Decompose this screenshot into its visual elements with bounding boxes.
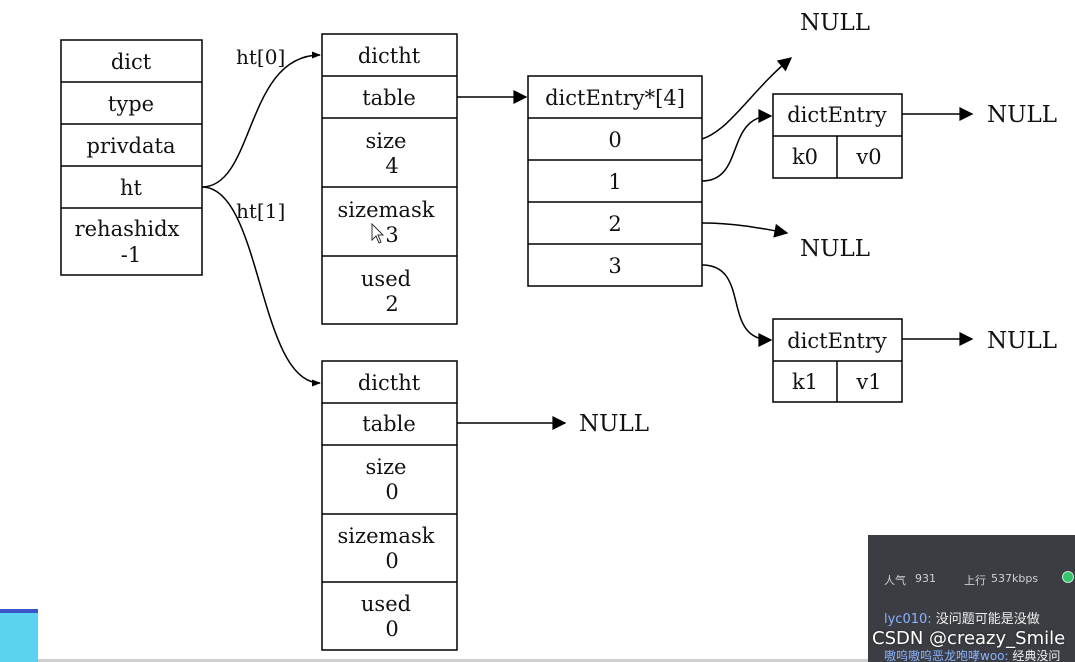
dictentry-1-node: dictEntry k1 v1 [772, 318, 903, 403]
dict-node: dict type privdata ht rehashidx -1 [60, 39, 203, 276]
dictht-1-used-label: used [361, 592, 411, 616]
dictentry-0-key: k0 [792, 145, 818, 169]
dictentry-1-title: dictEntry [787, 329, 887, 353]
dictentry-1-value: v1 [855, 370, 881, 394]
chat-username[interactable]: 嗷呜嗷呜恶龙咆哮woo: [884, 649, 1009, 662]
dictht-0-table: table [362, 86, 416, 110]
upload-label: 上行 [964, 574, 986, 587]
dictht-1-node: dictht table size 0 sizemask 0 used 0 [321, 360, 458, 651]
edge-slot-1-entry0 [701, 109, 773, 182]
edge-slot-3-entry1 [701, 264, 773, 347]
dictentry-array-slot-0: 0 [608, 128, 621, 152]
dictentry-array-slot-2: 2 [608, 212, 621, 236]
dictht-0-sizemask-label: sizemask [338, 198, 435, 222]
dictht-1-sizemask-label: sizemask [338, 524, 435, 548]
upload-value: 537kbps [991, 572, 1039, 585]
dict-field-type: type [108, 92, 154, 116]
edge-label-ht1: ht[1] [236, 199, 285, 223]
progress-track [38, 659, 868, 662]
csdn-watermark: CSDN @creazy_Smile [872, 628, 1066, 649]
dict-field-ht: ht [120, 176, 143, 200]
chat-text: 没问题可能是没做 [935, 612, 1040, 627]
dictht-1-sizemask-value: 0 [385, 549, 398, 573]
null-slot-2: NULL [800, 236, 870, 262]
popularity-label: 人气 [884, 574, 906, 587]
edge-slot-0-null [701, 57, 793, 140]
edge-ht0 [201, 51, 321, 188]
dictentry-array-title: dictEntry*[4] [545, 86, 685, 110]
popularity-value: 931 [915, 572, 936, 585]
dictht-1-used-value: 0 [385, 617, 398, 641]
null-entry1-next: NULL [987, 328, 1057, 354]
dictentry-array-slot-3: 3 [608, 254, 621, 278]
dictht-1-size-value: 0 [385, 480, 398, 504]
mouse-cursor-icon [371, 222, 385, 244]
dict-field-privdata: privdata [87, 134, 176, 158]
chat-text: 经典没问 [1012, 649, 1061, 662]
dictentry-0-node: dictEntry k0 v0 [772, 93, 903, 179]
dictht-1-title: dictht [358, 371, 421, 395]
null-entry0-next: NULL [987, 102, 1057, 128]
dictentry-0-value: v0 [855, 145, 881, 169]
dictentry-1-key: k1 [792, 370, 818, 394]
dictentry-0-title: dictEntry [787, 103, 887, 127]
dictht-1-size-label: size [366, 455, 407, 479]
dictht-0-used-label: used [361, 267, 411, 291]
dictentry-array-node: dictEntry*[4] 0 1 2 3 [527, 75, 703, 287]
dict-field-rehashidx-value: -1 [121, 243, 141, 267]
dictht-0-sizemask-value: 3 [385, 223, 398, 247]
dictht-0-size-label: size [366, 129, 407, 153]
chat-username[interactable]: lyc010: [884, 612, 932, 627]
live-stats-panel: 人气 931 上行 537kbps lyc010: 没问题可能是没做 嗷呜嗷呜恶… [868, 535, 1075, 662]
dict-field-rehashidx-label: rehashidx [75, 217, 180, 241]
edge-ht1 [201, 186, 321, 387]
edge-slot-2-null [701, 222, 789, 238]
chat-message: lyc010: 没问题可能是没做 [884, 608, 1040, 627]
dictht-0-used-value: 2 [385, 292, 398, 316]
null-slot-0: NULL [800, 10, 870, 36]
null-ht1-table: NULL [579, 411, 649, 437]
dictentry-array-slot-1: 1 [608, 170, 621, 194]
dictht-1-table: table [362, 412, 416, 436]
edge-label-ht0: ht[0] [236, 45, 285, 69]
chat-message: 嗷呜嗷呜恶龙咆哮woo: 经典没问 [884, 647, 1060, 662]
dictht-0-size-value: 4 [385, 154, 398, 178]
dictht-0-node: dictht table size 4 sizemask 3 used 2 [321, 33, 458, 325]
live-status-icon [1062, 571, 1074, 583]
dictht-0-title: dictht [358, 44, 421, 68]
dict-title: dict [111, 50, 152, 74]
sidebar-toggle-tab[interactable] [0, 609, 38, 662]
